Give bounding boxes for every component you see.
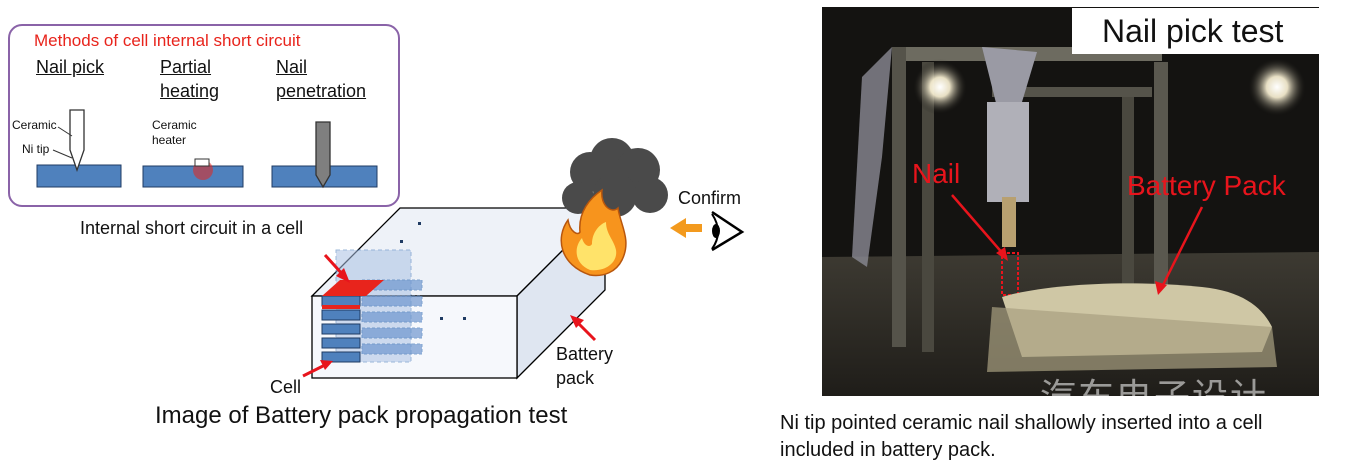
battery-pack-label-2: pack xyxy=(556,368,595,388)
ceramic-heater-shape xyxy=(194,158,210,167)
nail-label: Nail xyxy=(912,158,961,189)
diagram-caption: Image of Battery pack propagation test xyxy=(155,402,568,429)
ni-tip-label: Ni tip xyxy=(22,142,50,156)
methods-title: Methods of cell internal short circuit xyxy=(34,31,301,50)
cell-stack xyxy=(321,249,423,363)
photo-caption-line-1: Ni tip pointed ceramic nail shallowly in… xyxy=(780,412,1263,434)
ceramic-nail-shape xyxy=(69,109,85,172)
battery-pack-illustration xyxy=(302,138,745,380)
methods-illustrations xyxy=(36,109,378,189)
ceramic-heater-label-2: heater xyxy=(152,133,187,147)
partial-heating-cell xyxy=(142,165,244,188)
partial-heating-heading-1: Partial xyxy=(160,57,212,77)
nail-penetration-heading-1: Nail xyxy=(276,57,308,77)
metal-nail-shape xyxy=(315,121,331,189)
fire-icon xyxy=(560,188,627,277)
ceramic-label: Ceramic xyxy=(12,118,57,132)
eye-icon xyxy=(711,210,745,252)
watermark: 汽车电子设计 xyxy=(1040,376,1269,417)
methods-panel xyxy=(8,24,400,207)
smoke-cloud xyxy=(562,138,668,217)
confirm-label: Confirm xyxy=(678,188,742,208)
internal-short-label: Internal short circuit in a cell xyxy=(80,218,304,238)
battery-pack-label-1: Battery xyxy=(556,344,614,364)
photo-caption: Ni tip pointed ceramic nail shallowly in… xyxy=(780,410,1262,464)
nail-pick-heading: Nail pick xyxy=(36,57,105,77)
ceramic-heater-label-1: Ceramic xyxy=(152,118,197,132)
nail-penetration-heading-2: penetration xyxy=(276,81,367,101)
test-rig-photo-sketch xyxy=(822,7,1319,396)
nail-pick-test-photo xyxy=(822,7,1319,396)
photo-caption-line-2: included in battery pack. xyxy=(780,439,996,461)
photo-title: Nail pick test xyxy=(1102,13,1284,49)
cell-label: Cell xyxy=(270,377,302,397)
photo-title-box: Nail pick test xyxy=(1072,8,1322,54)
partial-heating-heading-2: heating xyxy=(160,81,220,101)
battery-pack-photo-label: Battery Pack xyxy=(1127,170,1286,201)
